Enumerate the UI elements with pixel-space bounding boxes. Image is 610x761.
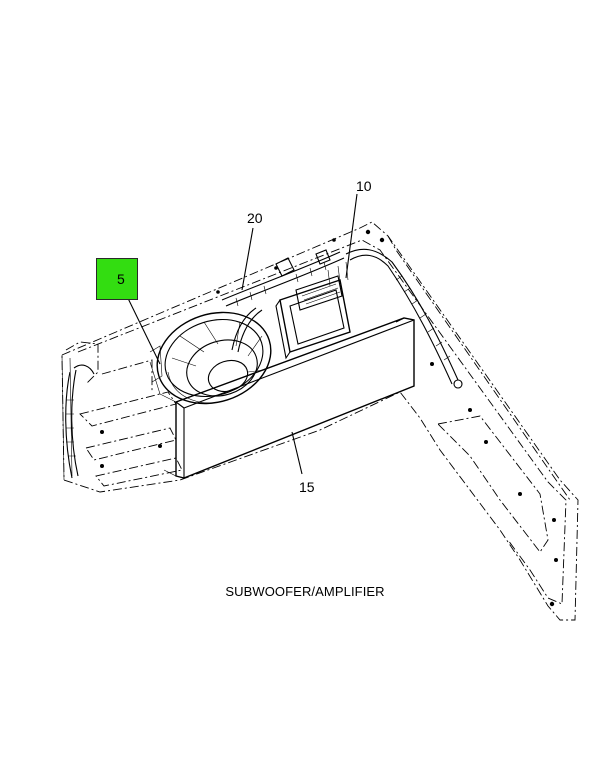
- diagram-caption: SUBWOOFER/AMPLIFIER: [225, 584, 385, 599]
- callout-5[interactable]: 5: [117, 271, 125, 287]
- callout-20[interactable]: 20: [247, 210, 263, 226]
- leader-lines: [121, 193, 358, 475]
- amplifier: [275, 261, 351, 360]
- callout-15[interactable]: 15: [299, 479, 315, 495]
- enclosure-box: [149, 317, 415, 479]
- callout-highlight-box: [96, 258, 138, 300]
- wiring-harness: [65, 248, 463, 479]
- mounting-panel: [61, 221, 579, 621]
- callout-10[interactable]: 10: [356, 178, 372, 194]
- subwoofer-speaker: [156, 307, 272, 405]
